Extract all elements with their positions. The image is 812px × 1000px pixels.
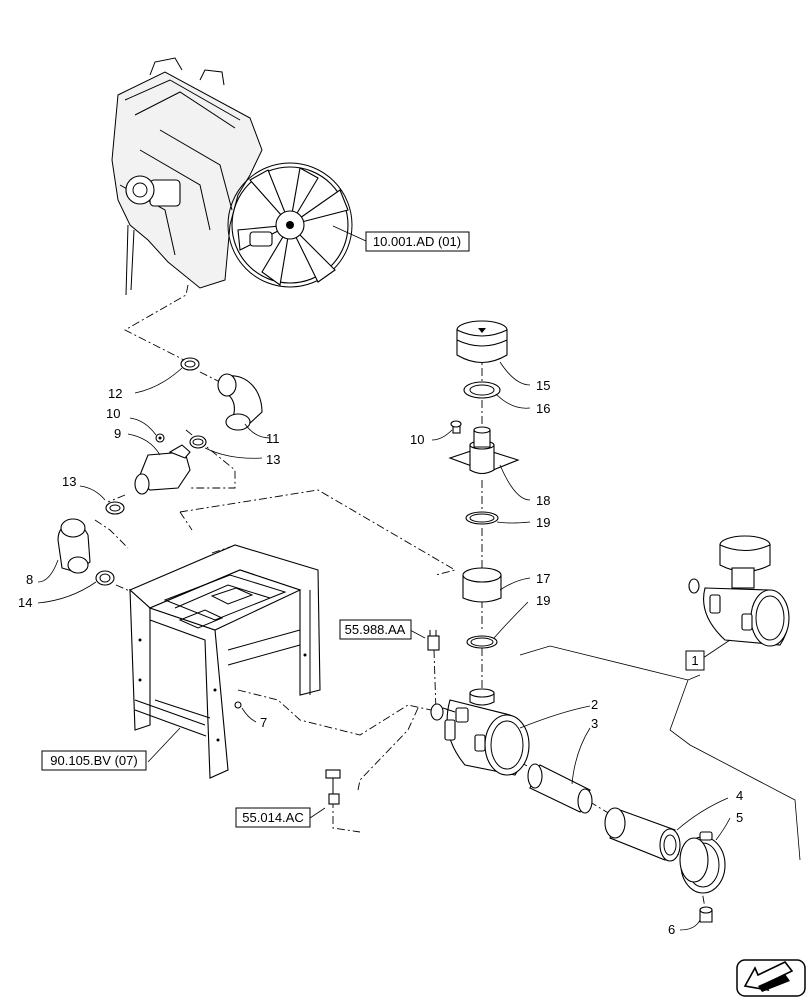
- svg-text:17: 17: [536, 571, 550, 586]
- svg-text:13: 13: [266, 452, 280, 467]
- svg-text:6: 6: [668, 922, 675, 937]
- gasket-16: [463, 381, 501, 399]
- sensor-reference-upper[interactable]: 55.988.AA: [339, 619, 426, 640]
- callout-15: 15: [499, 361, 550, 393]
- sleeve-17: [462, 567, 502, 603]
- callout-19-upper: 19: [496, 515, 550, 530]
- svg-text:3: 3: [591, 716, 598, 731]
- svg-text:10.001.AD (01): 10.001.AD (01): [373, 234, 461, 249]
- filter-element-4: [604, 807, 681, 862]
- callout-12: 12: [108, 367, 183, 401]
- svg-text:12: 12: [108, 386, 122, 401]
- svg-text:15: 15: [536, 378, 550, 393]
- svg-text:55.988.AA: 55.988.AA: [345, 622, 406, 637]
- assembly-reference[interactable]: 1: [685, 639, 731, 671]
- svg-text:19: 19: [536, 515, 550, 530]
- svg-text:10: 10: [106, 406, 120, 421]
- filter-cover-5: [679, 831, 726, 894]
- svg-text:90.105.BV (07): 90.105.BV (07): [50, 753, 137, 768]
- callout-9: 9: [114, 426, 161, 456]
- svg-text:8: 8: [26, 572, 33, 587]
- callout-10-left: 10: [106, 406, 157, 436]
- support-frame: [128, 544, 321, 779]
- filter-housing-2: [430, 688, 530, 776]
- callout-16: 16: [495, 393, 550, 416]
- svg-text:2: 2: [591, 697, 598, 712]
- callout-10-right: 10: [410, 429, 453, 447]
- clamp-14: [95, 570, 115, 586]
- callout-17: 17: [499, 571, 550, 591]
- callout-19-lower: 19: [493, 593, 550, 639]
- svg-text:1: 1: [691, 653, 698, 668]
- intake-pipe-9: [134, 444, 191, 495]
- svg-text:19: 19: [536, 593, 550, 608]
- svg-text:10: 10: [410, 432, 424, 447]
- svg-text:5: 5: [736, 810, 743, 825]
- sensor-55-014-ac: [325, 769, 341, 805]
- callout-6: 6: [668, 919, 701, 937]
- callout-7: 7: [241, 707, 267, 730]
- sensor-reference-lower[interactable]: 55.014.AC: [235, 807, 326, 828]
- clamp-19-lower: [466, 635, 498, 649]
- svg-text:14: 14: [18, 595, 32, 610]
- callout-11: 11: [244, 423, 280, 446]
- clamp-13-lower: [105, 501, 125, 515]
- svg-text:9: 9: [114, 426, 121, 441]
- engine-reference[interactable]: 10.001.AD (01): [332, 225, 470, 252]
- callout-13-upper: 13: [204, 447, 280, 467]
- svg-text:16: 16: [536, 401, 550, 416]
- assembly-inset-1: [519, 535, 801, 861]
- bolt-10-left: [155, 433, 165, 443]
- callout-4: 4: [676, 788, 743, 831]
- precleaner-cap-15: [456, 320, 508, 364]
- filter-element-3: [527, 763, 593, 814]
- next-page-arrow-icon[interactable]: [736, 959, 806, 997]
- clamp-13-upper: [189, 435, 207, 449]
- callout-5: 5: [715, 810, 743, 841]
- frame-reference[interactable]: 90.105.BV (07): [41, 727, 181, 771]
- svg-text:13: 13: [62, 474, 76, 489]
- bolt-10-right: [450, 420, 462, 434]
- svg-text:7: 7: [260, 715, 267, 730]
- svg-text:11: 11: [266, 431, 280, 446]
- callout-13-lower: 13: [62, 474, 106, 501]
- callout-18: 18: [499, 464, 550, 508]
- clamp-19-upper: [465, 511, 499, 525]
- callout-2: 2: [519, 697, 598, 729]
- dust-valve-6: [699, 906, 713, 923]
- callout-3: 3: [571, 716, 598, 785]
- callout-14: 14: [18, 581, 97, 610]
- mounting-bracket-18: [448, 426, 520, 475]
- svg-text:18: 18: [536, 493, 550, 508]
- clamp-12: [180, 357, 200, 371]
- svg-text:55.014.AC: 55.014.AC: [242, 810, 303, 825]
- hose-elbow-11: [217, 373, 263, 431]
- sensor-55-988-aa: [427, 630, 440, 651]
- engine-illustration: [111, 57, 353, 296]
- callout-8: 8: [26, 559, 59, 587]
- hose-elbow-8: [57, 518, 91, 574]
- svg-text:4: 4: [736, 788, 743, 803]
